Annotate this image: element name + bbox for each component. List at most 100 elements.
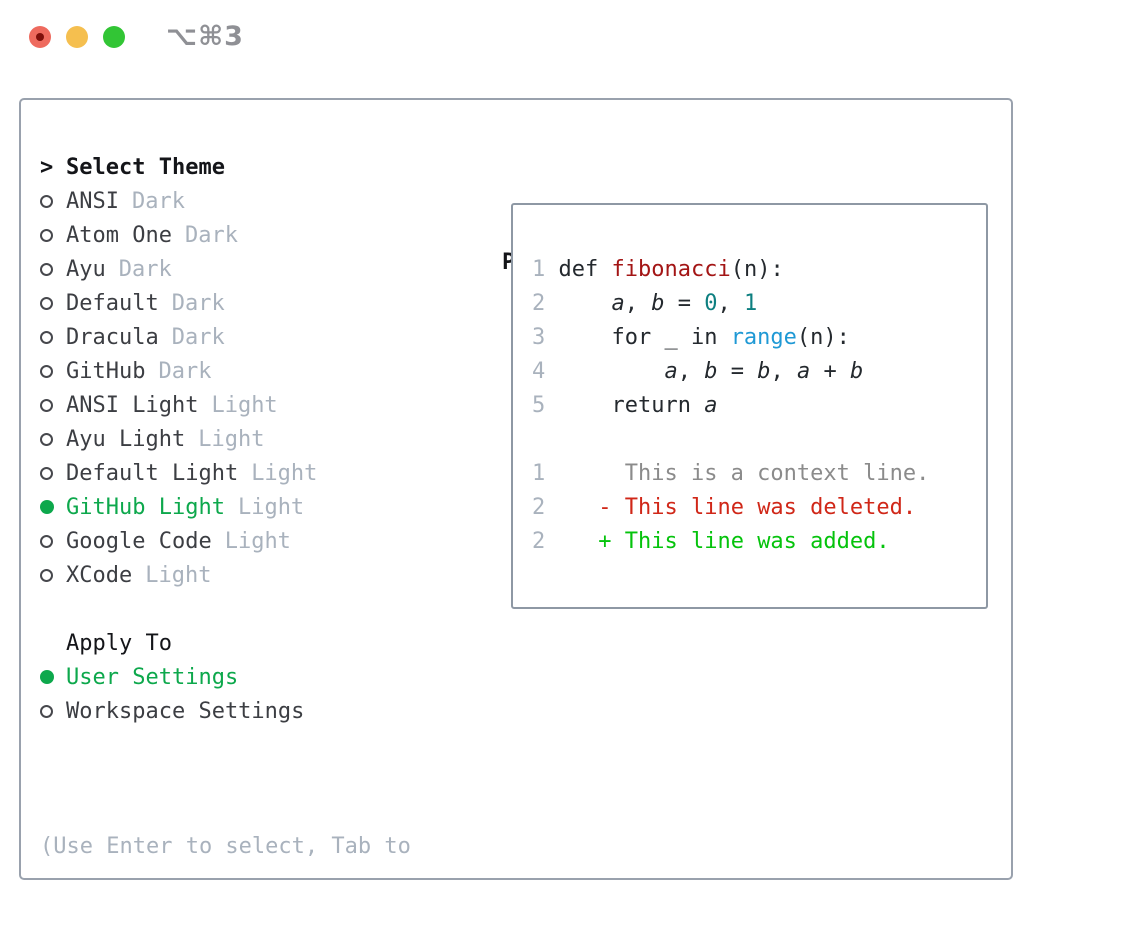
line-number: 3 — [532, 325, 546, 350]
radio-icon — [40, 704, 53, 718]
radio-icon — [40, 262, 53, 276]
option-label: XCode — [66, 562, 133, 588]
theme-list-title: Select Theme — [66, 154, 225, 180]
option-variant-tag: Dark — [184, 222, 238, 248]
option-variant-tag: Light — [224, 528, 291, 554]
code-segment: 1 — [743, 291, 758, 316]
code-segment: , — [624, 291, 652, 316]
code-segment: 0 — [704, 291, 718, 316]
option-variant-tag: Dark — [171, 324, 225, 350]
code-segment: = — [664, 291, 705, 316]
code-segment: a — [611, 291, 625, 316]
code-segment: (n): — [730, 257, 784, 282]
line-number: 5 — [532, 393, 546, 418]
code-line: 2 a, b = 0, 1 — [532, 287, 986, 321]
option-label: GitHub — [66, 358, 146, 384]
code-segment: b — [849, 359, 864, 384]
radio-icon — [40, 534, 53, 548]
option-label: ANSI — [66, 188, 119, 214]
code-segment: (n): — [796, 325, 850, 350]
code-segment: + This line was added. — [598, 529, 890, 554]
theme-option-xcode[interactable]: XCode Light — [40, 558, 317, 592]
option-variant-tag: Light — [237, 494, 305, 520]
code-segment — [559, 529, 599, 554]
diff-line: 1 This is a context line. — [532, 457, 986, 491]
code-line: 3 for _ in range(n): — [532, 321, 986, 355]
option-label: Google Code — [66, 528, 212, 554]
code-segment: , — [770, 359, 797, 384]
option-label: Atom One — [66, 222, 172, 248]
option-variant-tag: Light — [198, 426, 265, 452]
line-number: 2 — [532, 291, 546, 316]
option-variant-tag: Dark — [131, 188, 185, 214]
radio-selected-icon — [40, 670, 54, 684]
code-line: 4 a, b = b, a + b — [532, 355, 986, 389]
option-label: Default Light — [66, 460, 239, 486]
radio-icon — [40, 330, 53, 344]
zoom-button[interactable] — [103, 26, 125, 48]
code-segment: for _ in — [558, 325, 731, 350]
option-variant-tag: Dark — [158, 358, 212, 384]
theme-option-ayu[interactable]: Ayu Dark — [40, 252, 317, 286]
code-segment: b — [651, 291, 665, 316]
code-segment — [559, 291, 612, 316]
code-line: 5 return a — [532, 389, 986, 423]
radio-icon — [40, 568, 53, 582]
code-segment: b — [704, 359, 718, 384]
apply-to-title: Apply To — [66, 630, 172, 656]
code-segment: def — [558, 257, 612, 282]
blank-line — [532, 423, 986, 457]
code-segment: + — [810, 359, 850, 384]
theme-option-ansi[interactable]: ANSI Dark — [40, 184, 317, 218]
theme-option-github[interactable]: GitHub Dark — [40, 354, 317, 388]
theme-option-google-code[interactable]: Google Code Light — [40, 524, 317, 558]
close-button[interactable] — [29, 26, 51, 48]
radio-icon — [40, 296, 53, 310]
option-label: GitHub Light — [66, 494, 225, 520]
option-variant-tag: Light — [145, 562, 212, 588]
prompt-icon: > — [40, 154, 54, 180]
radio-icon — [40, 432, 53, 446]
radio-icon — [40, 228, 53, 242]
code-segment: , — [717, 291, 744, 316]
option-label: Ayu — [66, 256, 106, 282]
theme-option-default-light[interactable]: Default Light Light — [40, 456, 317, 490]
code-segment: a — [704, 393, 718, 418]
close-dot-icon — [36, 33, 44, 41]
code-segment: a — [796, 359, 811, 384]
minimize-button[interactable] — [66, 26, 88, 48]
code-segment: = — [717, 359, 758, 384]
radio-selected-icon — [40, 500, 54, 514]
help-line-1: (Use Enter to select, Tab to — [40, 834, 411, 859]
line-number: 2 — [532, 495, 546, 520]
code-segment: This is a context line. — [558, 461, 930, 486]
code-segment: b — [757, 359, 771, 384]
window-title-shortcut: ⌥⌘3 — [166, 21, 244, 52]
apply-option-user-settings[interactable]: User Settings — [40, 660, 304, 694]
radio-icon — [40, 398, 53, 412]
code-segment: - This line was deleted. — [598, 495, 917, 520]
option-variant-tag: Dark — [118, 256, 172, 282]
theme-list-header: > Select Theme — [40, 150, 317, 184]
diff-line: 2 + This line was added. — [532, 525, 986, 559]
option-variant-tag: Light — [251, 460, 318, 486]
line-number: 4 — [532, 359, 546, 384]
option-label: Ayu Light — [66, 426, 186, 452]
apply-option-workspace-settings[interactable]: Workspace Settings — [40, 694, 304, 728]
theme-option-atom-one[interactable]: Atom One Dark — [40, 218, 317, 252]
code-segment: return — [558, 393, 705, 418]
theme-option-ayu-light[interactable]: Ayu Light Light — [40, 422, 317, 456]
radio-icon — [40, 364, 53, 378]
help-text: (Use Enter to select, Tab to change focu… — [40, 762, 411, 934]
titlebar: ⌥⌘3 — [0, 0, 1140, 74]
option-label: ANSI Light — [66, 392, 199, 418]
option-label: Default — [66, 290, 159, 316]
theme-option-github-light[interactable]: GitHub Light Light — [40, 490, 317, 524]
diff-line: 2 - This line was deleted. — [532, 491, 986, 525]
